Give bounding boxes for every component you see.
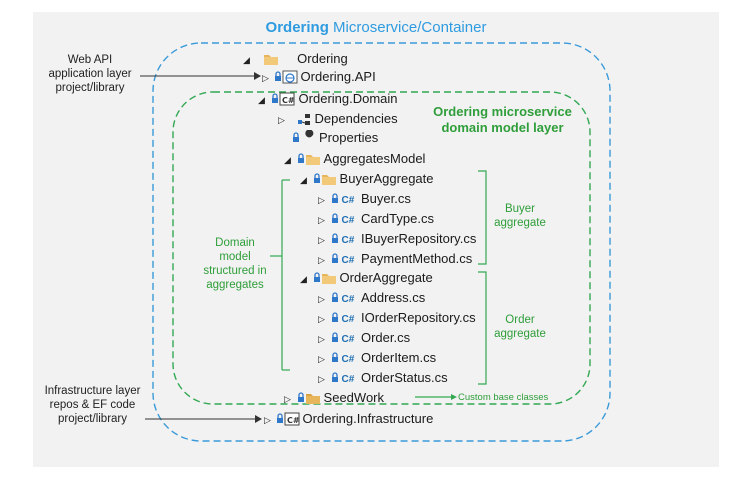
- tree-row-file[interactable]: ▷ C# IBuyerRepository.cs: [318, 231, 477, 246]
- folder-icon: [264, 55, 278, 65]
- tree-row-seedwork[interactable]: ▷ SeedWork: [284, 390, 385, 405]
- folder-icon: [322, 274, 336, 284]
- buyer-bracket: [478, 170, 487, 265]
- collapsed-triangle-icon: ▷: [284, 394, 291, 404]
- csharp-file-icon: C#: [341, 195, 355, 206]
- tree-row-buyer-aggregate[interactable]: ◢ BuyerAggregate: [300, 171, 434, 186]
- lock-icon: [332, 292, 338, 302]
- tree-row-properties[interactable]: Properties: [292, 130, 378, 146]
- lock-icon: [332, 372, 338, 382]
- web-project-icon: [282, 70, 298, 84]
- web-api-arrow-head: [254, 72, 261, 80]
- order-aggregate-annotation: Order aggregate: [494, 314, 546, 340]
- collapsed-triangle-icon: ▷: [264, 415, 271, 425]
- lock-icon: [293, 132, 299, 142]
- collapsed-triangle-icon: ▷: [318, 354, 325, 364]
- lock-icon: [332, 352, 338, 362]
- lock-icon: [298, 392, 304, 402]
- tree-row-file[interactable]: ▷ C# CardType.cs: [318, 211, 434, 226]
- csharp-file-icon: C#: [341, 235, 355, 246]
- expanded-triangle-icon: ◢: [300, 274, 307, 284]
- lock-icon: [298, 153, 304, 163]
- lock-icon: [332, 253, 338, 263]
- csharp-file-icon: C#: [341, 294, 355, 305]
- expanded-triangle-icon: ◢: [300, 175, 307, 185]
- lock-icon: [332, 332, 338, 342]
- buyer-aggregate-annotation: Buyer aggregate: [494, 203, 546, 229]
- lock-icon: [314, 173, 320, 183]
- tree-row-file[interactable]: ▷ C# OrderStatus.cs: [318, 370, 448, 385]
- lock-icon: [275, 71, 281, 81]
- web-api-annotation: Web API application layer project/librar…: [48, 54, 132, 94]
- expanded-triangle-icon: ◢: [284, 155, 291, 165]
- domain-layer-title: Ordering microservice domain model layer: [433, 104, 572, 135]
- csharp-file-icon: C#: [341, 255, 355, 266]
- collapsed-triangle-icon: ▷: [318, 255, 325, 265]
- collapsed-triangle-icon: ▷: [318, 314, 325, 324]
- tree-row-ordering-api[interactable]: ▷ Ordering.API: [262, 69, 376, 84]
- lock-icon: [272, 93, 278, 103]
- tree-row-ordering-infrastructure[interactable]: ▷ C# Ordering.Infrastructure: [264, 411, 434, 426]
- order-bracket: [478, 271, 487, 385]
- folder-icon: [306, 394, 320, 404]
- tree-row-order-aggregate[interactable]: ◢ OrderAggregate: [300, 270, 433, 285]
- tree-row-file[interactable]: ▷ C# PaymentMethod.cs: [318, 251, 473, 266]
- tree-row-aggregates-model[interactable]: ◢ AggregatesModel: [284, 151, 426, 166]
- collapsed-triangle-icon: ▷: [318, 195, 325, 205]
- collapsed-triangle-icon: ▷: [318, 294, 325, 304]
- csharp-file-icon: C#: [341, 354, 355, 365]
- wrench-icon: [304, 130, 314, 144]
- tree-row-dependencies[interactable]: ▷ Dependencies: [278, 111, 398, 126]
- tree-row-file[interactable]: ▷ C# Order.cs: [318, 330, 411, 345]
- diagram-background: [33, 12, 719, 467]
- csharp-project-icon: C#: [284, 412, 300, 426]
- csharp-file-icon: C#: [341, 215, 355, 226]
- csharp-file-icon: C#: [341, 374, 355, 385]
- svg-text:C#: C#: [282, 96, 295, 105]
- expanded-triangle-icon: ◢: [258, 95, 265, 105]
- tree-row-file[interactable]: ▷ C# IOrderRepository.cs: [318, 310, 476, 325]
- collapsed-triangle-icon: ▷: [262, 73, 269, 83]
- tree-row-file[interactable]: ▷ C# Address.cs: [318, 290, 426, 305]
- collapsed-triangle-icon: ▷: [318, 235, 325, 245]
- tree-row-file[interactable]: ▷ C# Buyer.cs: [318, 191, 411, 206]
- expanded-triangle-icon: ◢: [243, 55, 250, 65]
- tree-row-ordering[interactable]: ◢ Ordering: [243, 51, 348, 66]
- container-title: Ordering Microservice/Container: [265, 19, 487, 36]
- lock-icon: [277, 413, 283, 423]
- custom-base-classes-annotation: Custom base classes: [458, 392, 549, 403]
- folder-icon: [322, 175, 336, 185]
- lock-icon: [314, 272, 320, 282]
- infra-arrow-head: [255, 415, 262, 423]
- csharp-project-icon: C#: [279, 92, 295, 106]
- lock-icon: [332, 193, 338, 203]
- csharp-file-icon: C#: [341, 314, 355, 325]
- infrastructure-annotation: Infrastructure layer repos & EF code pro…: [44, 385, 141, 425]
- collapsed-triangle-icon: ▷: [318, 215, 325, 225]
- tree-row-ordering-domain[interactable]: ◢ C# Ordering.Domain: [258, 91, 398, 106]
- seedwork-arrow-head: [451, 394, 457, 400]
- svg-text:C#: C#: [287, 416, 300, 425]
- collapsed-triangle-icon: ▷: [318, 374, 325, 384]
- tree-row-file[interactable]: ▷ C# OrderItem.cs: [318, 350, 437, 365]
- lock-icon: [332, 213, 338, 223]
- csharp-file-icon: C#: [341, 334, 355, 345]
- lock-icon: [332, 233, 338, 243]
- domain-model-annotation: Domain model structured in aggregates: [203, 237, 267, 291]
- lock-icon: [332, 312, 338, 322]
- folder-icon: [306, 155, 320, 165]
- container-boundary: [152, 42, 611, 442]
- dependencies-icon: [298, 114, 310, 125]
- collapsed-triangle-icon: ▷: [318, 334, 325, 344]
- domain-layer-boundary: [172, 91, 591, 405]
- collapsed-triangle-icon: ▷: [278, 115, 285, 125]
